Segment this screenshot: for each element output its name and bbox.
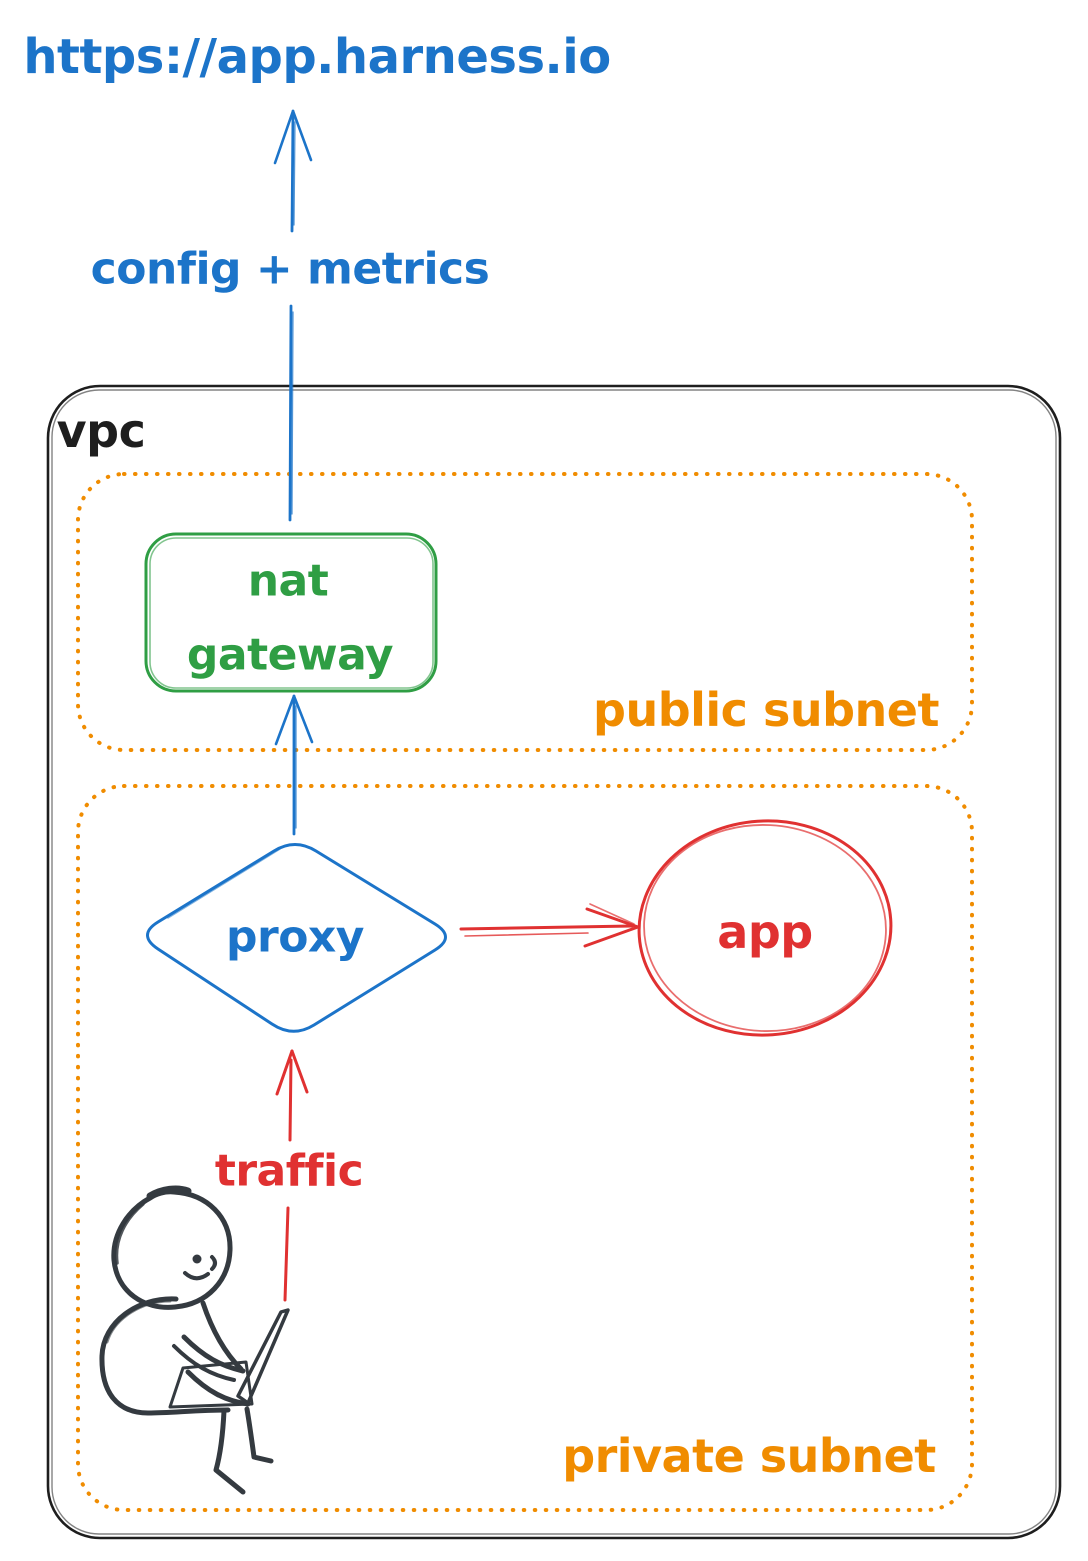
arrow-user-to-proxy: [275, 1049, 309, 1302]
arrow-nat-to-harness: [273, 109, 313, 522]
arrow-proxy-to-nat: [274, 694, 314, 836]
nat-gateway-label-line1: nat: [247, 555, 329, 607]
vpc-label: vpc: [56, 404, 146, 458]
vpc-border: [46, 384, 1062, 1540]
external-url-label: https://app.harness.io: [23, 29, 611, 85]
person-with-laptop-icon: [99, 1185, 290, 1495]
config-metrics-arrow-label: config + metrics: [90, 243, 490, 295]
nat-gateway-box: [144, 532, 438, 693]
private-subnet-label: private subnet: [562, 1429, 936, 1483]
nat-gateway-label-line2: gateway: [186, 629, 394, 681]
private-subnet-border: [76, 784, 974, 1512]
public-subnet-border: [76, 472, 974, 752]
app-circle: [637, 819, 893, 1037]
arrow-proxy-to-app: [459, 903, 640, 948]
traffic-arrow-label: traffic: [214, 1145, 364, 1197]
proxy-label: proxy: [226, 911, 365, 963]
public-subnet-label: public subnet: [593, 683, 939, 737]
proxy-diamond: [146, 843, 447, 1033]
app-label: app: [717, 905, 813, 959]
